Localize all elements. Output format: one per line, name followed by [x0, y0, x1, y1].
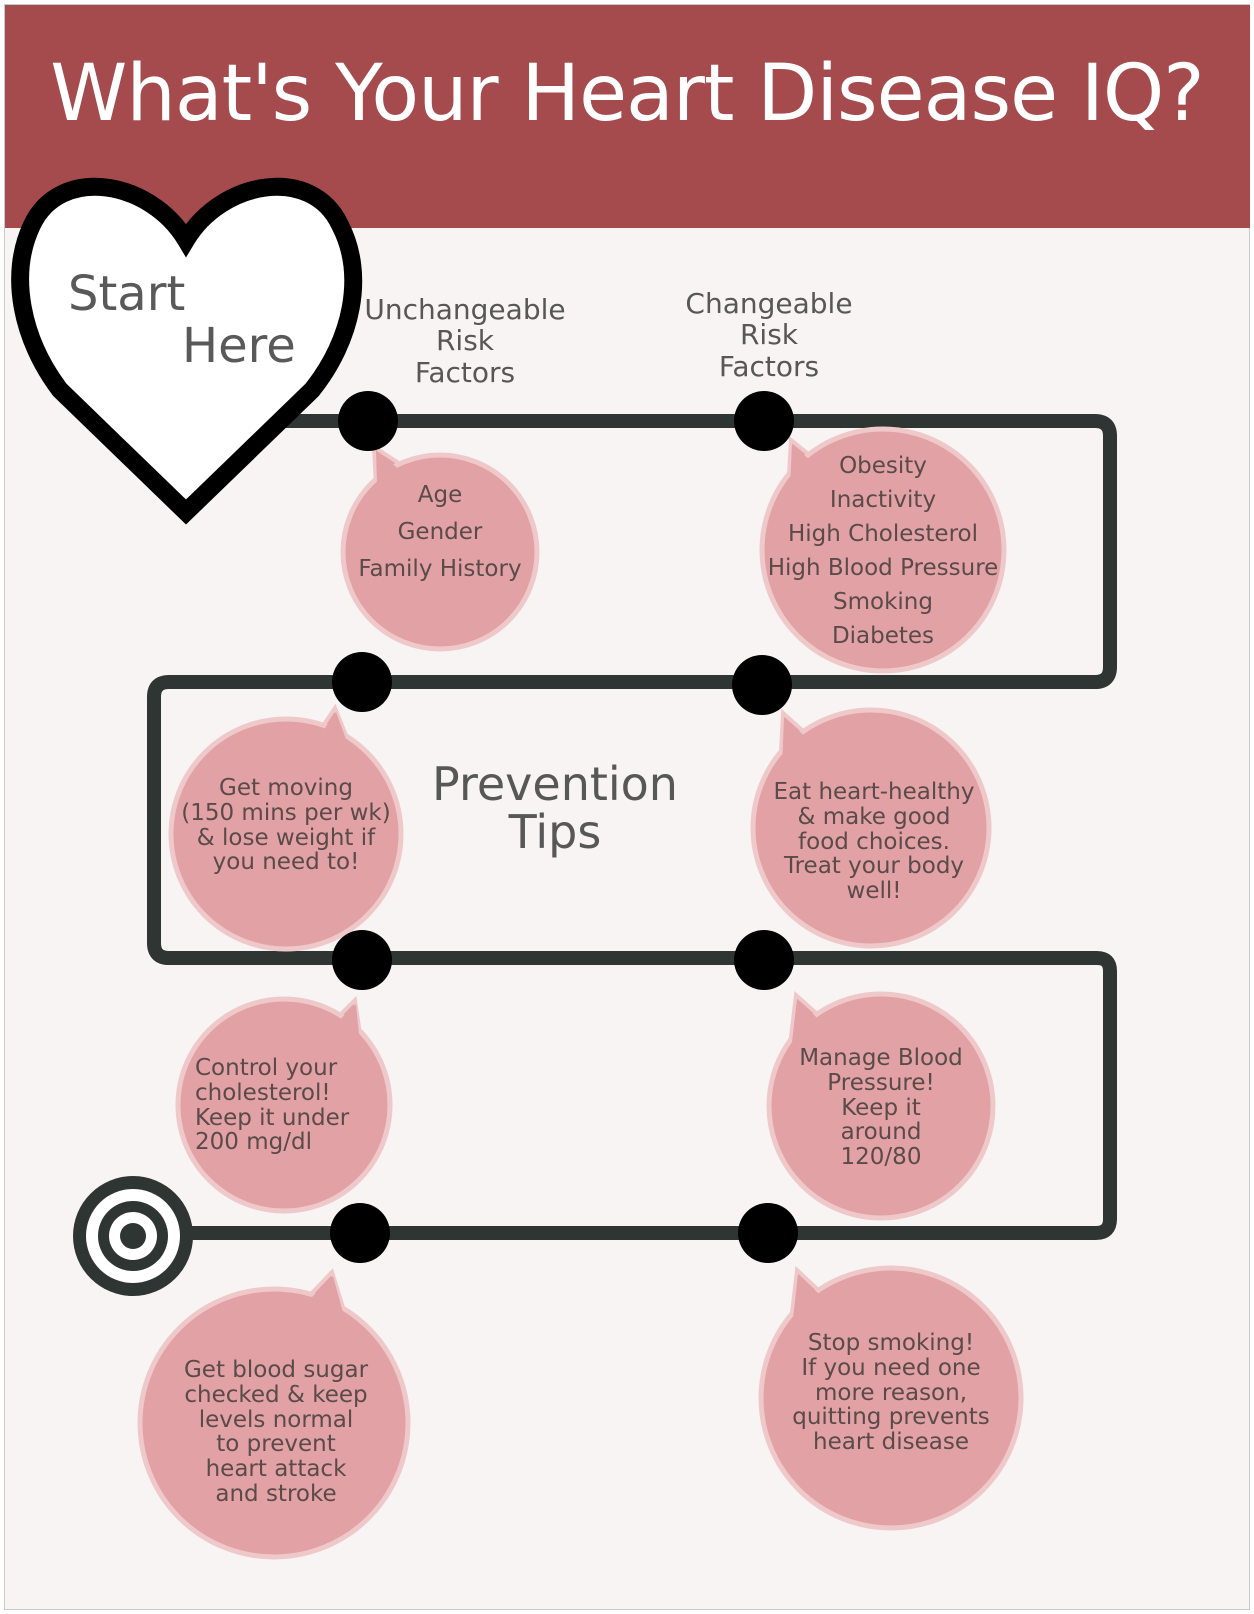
factor-item: Family History — [358, 556, 522, 582]
bubble-get-moving — [168, 703, 404, 952]
path-node — [332, 930, 392, 990]
prevention-header: Prevention Tips — [432, 757, 678, 860]
path-node — [330, 1203, 390, 1263]
start-label-line2: Here — [182, 318, 296, 374]
factor-item: Obesity — [839, 453, 927, 479]
changeable-header: Changeable Risk Factors — [685, 287, 853, 383]
page-title: What's Your Heart Disease IQ? — [50, 49, 1204, 139]
tip-eat-healthy: Eat heart-healthy & make good food choic… — [773, 779, 975, 905]
factor-item: Gender — [397, 519, 483, 545]
path-node — [738, 1203, 798, 1263]
tip-cholesterol: Control your cholesterol! Keep it under … — [195, 1055, 350, 1156]
tip-smoking: Stop smoking! If you need one more reaso… — [792, 1330, 990, 1456]
title-banner — [5, 5, 1250, 228]
heart-outline-icon — [11, 177, 363, 525]
path-node — [332, 652, 392, 712]
factor-item: Inactivity — [829, 487, 937, 513]
bubble-unchangeable-factors — [340, 443, 540, 652]
bubble-blood-pressure — [766, 990, 996, 1221]
tip-get-moving: Get moving (150 mins per wk) & lose weig… — [181, 775, 391, 876]
path-node — [338, 391, 398, 451]
bubble-blood-sugar — [137, 1268, 411, 1560]
unchangeable-header: Unchangeable Risk Factors — [364, 293, 566, 389]
bubble-eat-healthy — [750, 707, 992, 949]
bubble-changeable-factors — [759, 426, 1007, 674]
start-label-line1: Start — [68, 266, 186, 322]
target-icon — [73, 1176, 193, 1296]
path-node — [732, 655, 792, 715]
path-node — [734, 930, 794, 990]
bubble-smoking — [758, 1265, 1024, 1531]
unchangeable-factors-list: Age Gender Family History — [340, 477, 540, 588]
flow-path — [133, 414, 1117, 1240]
factor-item: Age — [417, 482, 463, 508]
factor-item: Smoking — [833, 589, 933, 615]
factor-item: Diabetes — [831, 623, 935, 649]
factor-item: High Cholesterol — [788, 521, 978, 547]
tip-blood-pressure: Manage Blood Pressure! Keep it around 12… — [799, 1045, 963, 1171]
path-nodes — [330, 391, 798, 1263]
factor-item: High Blood Pressure — [767, 555, 999, 581]
path-node — [734, 391, 794, 451]
tip-blood-sugar: Get blood sugar checked & keep levels no… — [183, 1357, 369, 1508]
bubble-cholesterol — [175, 995, 393, 1214]
changeable-factors-list: Obesity Inactivity High Cholesterol High… — [763, 449, 1003, 653]
